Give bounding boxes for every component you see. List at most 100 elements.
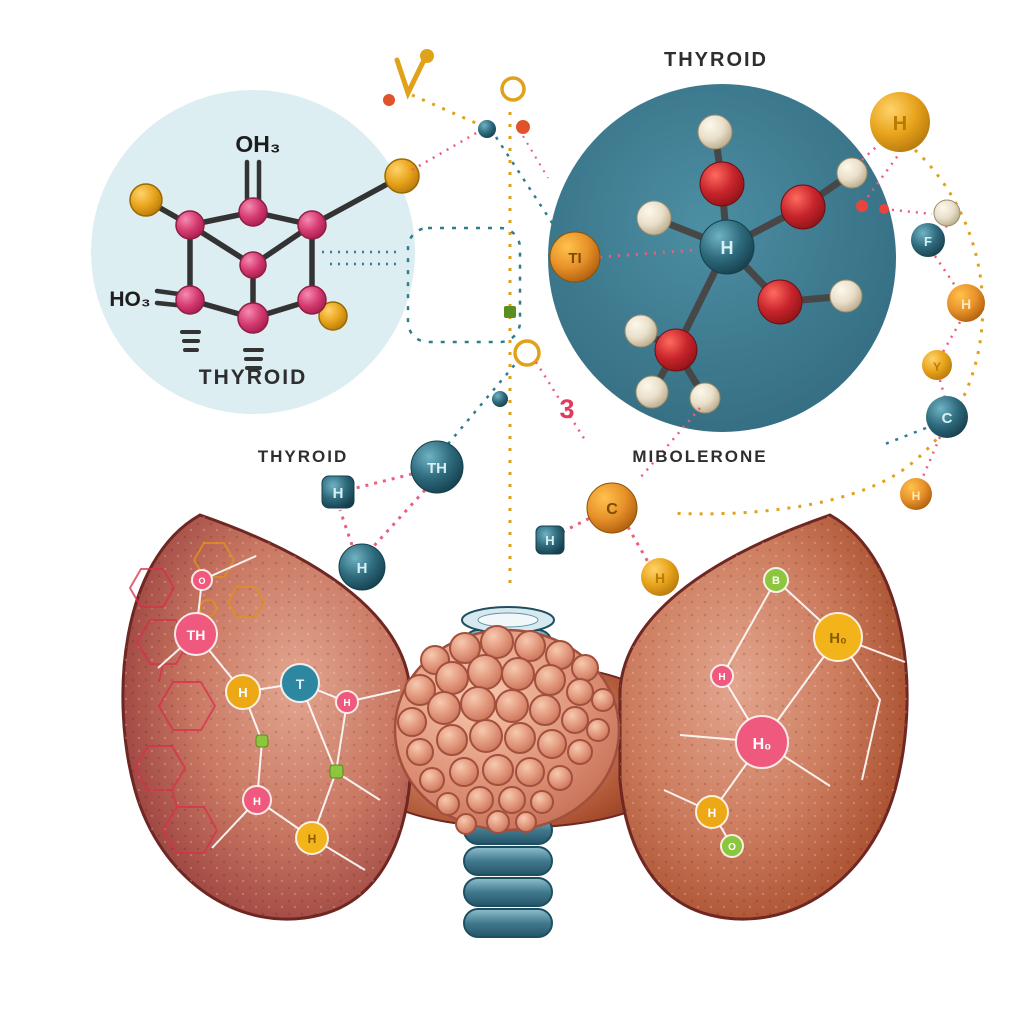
- cream-atom: [636, 200, 672, 236]
- badge-h-amber: [695, 795, 729, 829]
- mid-atom-label: H: [333, 485, 344, 502]
- mid-molecules: TH H H H C H THYROID MIBOLERONE: [258, 361, 767, 596]
- red-hex-pattern: [128, 568, 219, 854]
- mid-molecule-bonds: [338, 472, 650, 563]
- pink-atom: [239, 251, 267, 279]
- badge-label: TH: [187, 627, 206, 643]
- yellow-atom: [129, 183, 163, 217]
- pink-atom: [238, 197, 268, 227]
- badge-label: H₀: [829, 630, 847, 647]
- red-atom: [699, 161, 745, 207]
- thyroid-caption-mid: THYROID: [258, 447, 349, 466]
- badge-label: H: [343, 698, 350, 709]
- pink-atom: [297, 285, 327, 315]
- satellite-label: F: [924, 234, 932, 249]
- badge-h-pink-small: [335, 690, 359, 714]
- ti-atom-label: TI: [568, 250, 581, 267]
- badge-label: H: [253, 796, 261, 808]
- thyroid-title-right: THYROID: [664, 49, 768, 71]
- satellite-yellow-h: [870, 92, 930, 152]
- right-molecule-atoms: H TI: [549, 114, 868, 414]
- badge-h-yellow: [295, 821, 329, 855]
- satellite-label: Y: [933, 360, 941, 374]
- satellite-cream: [933, 199, 961, 227]
- h-square-badge: [321, 475, 355, 509]
- badge-o-green: [720, 834, 744, 858]
- h-sphere: [338, 543, 386, 591]
- left-lobe-badges: O TH H T H H H: [174, 569, 359, 855]
- th-sphere: [410, 440, 464, 494]
- connector-lines: 3: [383, 49, 985, 588]
- badge-label: H₀: [753, 736, 772, 753]
- yellow-atom: [384, 158, 420, 194]
- green-square-marker: [504, 306, 516, 318]
- badge-o-pink: [191, 569, 213, 591]
- satellite-label: H: [893, 113, 907, 135]
- satellite-yellow-y: [922, 350, 952, 380]
- badge-b-green: [763, 567, 789, 593]
- teal-dotted-rows: [322, 250, 402, 266]
- satellite-label: H: [961, 296, 971, 312]
- cream-atom: [697, 114, 733, 150]
- red-dot: [383, 94, 395, 106]
- ho3-label: HO₃: [109, 288, 150, 311]
- badge-label: H: [708, 806, 717, 820]
- satellite-teal-c: [926, 396, 968, 438]
- satellite-atoms: H F H Y C H: [870, 92, 985, 510]
- pink-dashed-small: [522, 135, 549, 179]
- h-orange-sphere: [641, 558, 679, 596]
- green-node-square: [329, 764, 344, 779]
- teal-dashed-to-circle: [494, 136, 562, 236]
- cream-atom: [624, 314, 658, 348]
- red-atom: [757, 279, 803, 325]
- teal-dot-lower: [492, 391, 508, 407]
- orange-pin-dot: [516, 120, 530, 134]
- pink-atom: [175, 285, 205, 315]
- pink-atom: [175, 210, 205, 240]
- badge-h-pink-small: [710, 664, 734, 688]
- gold-dot: [420, 49, 434, 63]
- mibolerone-caption: MIBOLERONE: [632, 447, 767, 466]
- yellow-atom: [318, 301, 348, 331]
- badge-t-teal: [280, 663, 320, 703]
- cream-atom: [635, 375, 669, 409]
- pink-atom: [297, 210, 327, 240]
- teal-h-atom: [699, 219, 755, 275]
- ti-atom: [549, 231, 601, 283]
- red-dot: [879, 204, 889, 214]
- satellite-teal-f: [911, 223, 945, 257]
- c-sphere: [586, 482, 638, 534]
- red-atom: [654, 328, 698, 372]
- badge-th-pink: [174, 612, 218, 656]
- teal-dot: [478, 120, 496, 138]
- oh3-label: OH₃: [235, 131, 280, 157]
- top-left-molecule-panel: OH₃ HO₃ THYROID: [91, 90, 420, 414]
- cream-atom: [829, 279, 863, 313]
- top-right-molecule-panel: H TI THYROID: [548, 49, 896, 432]
- red-dot: [856, 200, 868, 212]
- satellite-label: C: [942, 410, 953, 427]
- badge-label: H: [238, 685, 247, 700]
- satellite-orange-h: [947, 284, 985, 322]
- badge-label: H: [718, 672, 725, 683]
- isthmus-bumpy-mass: [393, 625, 621, 835]
- left-molecule-atoms: [129, 158, 420, 334]
- pink-dashed-left: [411, 130, 479, 172]
- center-atom-label: H: [721, 238, 734, 258]
- gold-dashed-diagonal: [411, 93, 479, 126]
- badge-h-amber: [225, 674, 261, 710]
- gold-fork: [394, 55, 428, 100]
- badge-h0-pink: [735, 715, 789, 769]
- badge-h-pink: [242, 785, 272, 815]
- mid-atom-label: H: [545, 533, 554, 548]
- pink-atom: [237, 302, 269, 334]
- gold-ring-lower: [513, 339, 541, 367]
- badge-label: O: [728, 842, 736, 853]
- thyroid-gland: O TH H T H H H B H₀ H H₀ H O: [121, 513, 909, 938]
- badge-h0-yellow: [813, 612, 863, 662]
- thyroid-caption-left-circle: THYROID: [199, 366, 308, 389]
- teal-dashed-from-c: [879, 426, 927, 448]
- teal-dashed-rect: [406, 226, 522, 344]
- cream-atom: [689, 382, 721, 414]
